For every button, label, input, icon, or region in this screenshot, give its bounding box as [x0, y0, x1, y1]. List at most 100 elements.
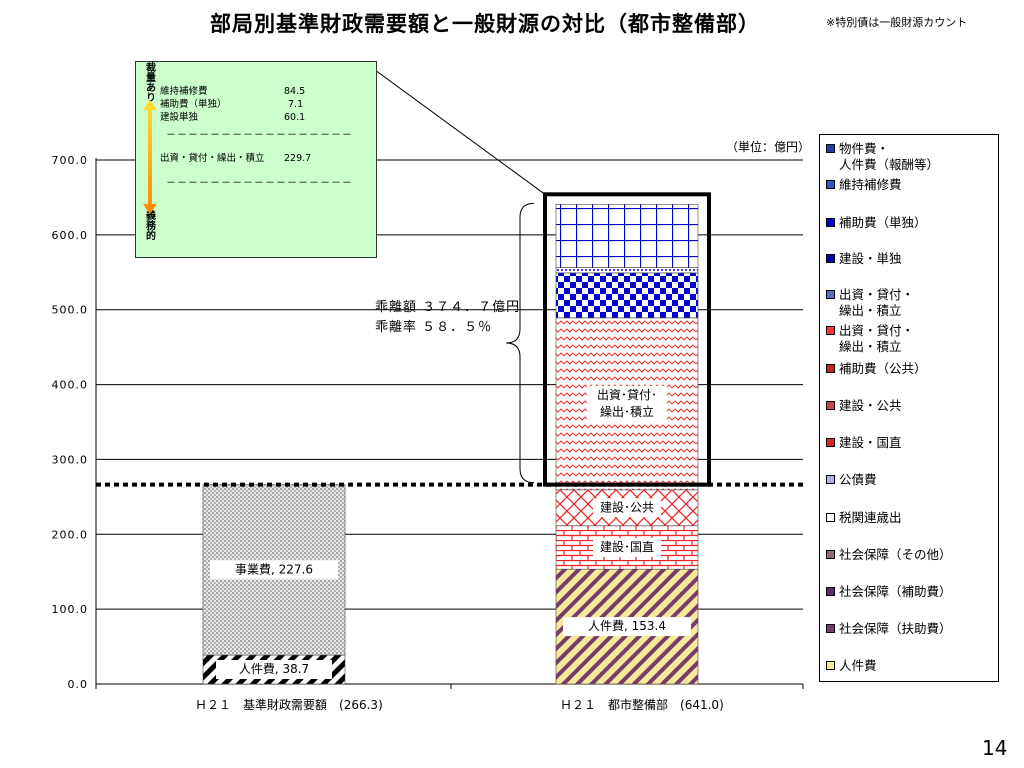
callout-line-3-value: 60.1 — [284, 112, 306, 123]
legend-item: 物件費・ 人件費（報酬等） — [826, 141, 939, 173]
legend: 物件費・ 人件費（報酬等） 維持補修費補助費（単独） 建設・単独出資・貸付・ 繰出・… — [819, 134, 999, 682]
legend-item: 出資・貸付・ 繰出・積立 — [826, 323, 914, 355]
legend-item: 公債費 — [826, 472, 877, 488]
legend-item: 建設・公共 — [826, 398, 902, 414]
legend-item: 社会保障（その他） — [826, 547, 952, 563]
legend-item: 人件費 — [826, 658, 877, 674]
data-label-bg — [593, 537, 661, 557]
legend-item: 補助費（単独） — [826, 215, 927, 231]
data-label: 繰出･積立 — [600, 404, 654, 419]
callout-line-2-name: 補助費（単独） — [160, 99, 227, 110]
callout-line-1-value: 84.5 — [284, 86, 306, 97]
legend-item: 社会保障（扶助費） — [826, 621, 952, 637]
legend-swatch — [826, 254, 835, 263]
x-category-1-total: (266.3) — [339, 698, 383, 712]
legend-swatch — [826, 401, 835, 410]
legend-swatch — [826, 661, 835, 670]
y-tick-label: 400.0 — [52, 379, 89, 392]
legend-swatch — [826, 550, 835, 559]
bar-segment — [555, 272, 699, 319]
callout-top-label: 裁量あり — [146, 63, 156, 104]
x-category-1: Ｈ２１ 基準財政需要額 (266.3) — [195, 696, 383, 713]
callout-line-2: 補助費（単独） 7.1 — [160, 96, 303, 110]
legend-swatch — [826, 587, 835, 596]
slide-title: 部局別基準財政需要額と一般財源の対比（都市整備部） — [210, 12, 760, 36]
legend-label: 建設・単独 — [839, 251, 902, 266]
x-category-1-name: Ｈ２１ 基準財政需要額 — [195, 698, 328, 712]
legend-swatch — [826, 218, 835, 227]
gap-amount-value: ３７４．７億円 — [422, 300, 521, 315]
data-label-bg — [216, 660, 332, 680]
y-tick-label: 300.0 — [52, 453, 89, 466]
callout-dash-1: －－－－－－－－－－－－－－－－－ — [166, 130, 353, 141]
y-tick-label: 600.0 — [52, 229, 89, 242]
legend-swatch — [826, 180, 835, 189]
x-category-2-name: Ｈ２１ 都市整備部 — [560, 698, 669, 712]
data-label: 出資･貸付･ — [597, 387, 657, 402]
legend-label: 出資・貸付・ 繰出・積立 — [839, 323, 915, 354]
legend-item: 出資・貸付・ 繰出・積立 — [826, 287, 914, 319]
data-label-bg — [210, 560, 338, 580]
bar-segment — [555, 204, 699, 268]
legend-swatch — [826, 290, 835, 299]
data-label: 建設･国直 — [600, 539, 654, 554]
callout-extra-value: 229.7 — [284, 153, 312, 164]
callout-line-2-value: 7.1 — [288, 99, 304, 110]
unit-label: （単位：億円） — [726, 140, 811, 154]
x-category-2: Ｈ２１ 都市整備部 (641.0) — [560, 696, 724, 713]
callout-arrow — [143, 100, 157, 214]
overlay-layer — [96, 69, 803, 487]
page-number: 14 — [982, 736, 1008, 760]
data-label-bg — [563, 617, 691, 637]
legend-label: 補助費（公共） — [839, 361, 927, 376]
legend-swatch — [826, 438, 835, 447]
note-text: ※特別債は一般財源カウント — [826, 16, 968, 29]
y-tick-label: 100.0 — [52, 603, 89, 616]
y-tick-label: 500.0 — [52, 304, 89, 317]
legend-item: 建設・単独 — [826, 251, 902, 267]
callout-extra-name: 出資・貸付・繰出・積立 — [160, 153, 265, 164]
legend-swatch — [826, 144, 835, 153]
legend-label: 建設・公共 — [839, 398, 902, 413]
x-category-2-total: (641.0) — [680, 698, 724, 712]
legend-label: 補助費（単独） — [839, 215, 927, 230]
legend-label: 物件費・ 人件費（報酬等） — [839, 141, 940, 172]
data-label-bg — [587, 385, 667, 422]
gap-amount: 乖離額 ３７４．７億円 — [375, 296, 520, 315]
data-label-bg — [593, 498, 661, 518]
gap-rate: 乖離率 ５８．５％ — [375, 316, 492, 335]
legend-item: 社会保障（補助費） — [826, 584, 952, 600]
legend-item: 建設・国直 — [826, 435, 902, 451]
legend-label: 建設・国直 — [839, 435, 902, 450]
legend-label: 維持補修費 — [839, 177, 902, 192]
y-tick-label: 200.0 — [52, 528, 89, 541]
legend-item: 補助費（公共） — [826, 361, 927, 377]
callout-leader-line — [374, 69, 546, 195]
legend-label: 出資・貸付・ 繰出・積立 — [839, 287, 915, 318]
legend-swatch — [826, 475, 835, 484]
legend-label: 人件費 — [839, 658, 877, 673]
data-label: 建設･公共 — [600, 499, 654, 514]
callout-bottom-label: 義務的 — [146, 211, 156, 242]
y-tick-label: 0.0 — [68, 678, 89, 691]
legend-label: 公債費 — [839, 472, 877, 487]
callout-dash-2: －－－－－－－－－－－－－－－－－ — [166, 178, 353, 189]
data-label: 人件費, 38.7 — [239, 661, 309, 676]
callout-line-1-name: 維持補修費 — [160, 86, 208, 97]
legend-swatch — [826, 624, 835, 633]
legend-label: 社会保障（その他） — [839, 547, 952, 562]
gap-rate-label: 乖離率 — [375, 320, 418, 335]
data-label: 人件費, 153.4 — [588, 618, 666, 633]
legend-item: 税関連歳出 — [826, 510, 902, 526]
legend-swatch — [826, 326, 835, 335]
callout-extra-line: 出資・貸付・繰出・積立 229.7 — [160, 150, 311, 164]
legend-label: 社会保障（扶助費） — [839, 621, 952, 636]
gap-rate-value: ５８．５％ — [422, 320, 493, 335]
legend-label: 税関連歳出 — [839, 510, 902, 525]
